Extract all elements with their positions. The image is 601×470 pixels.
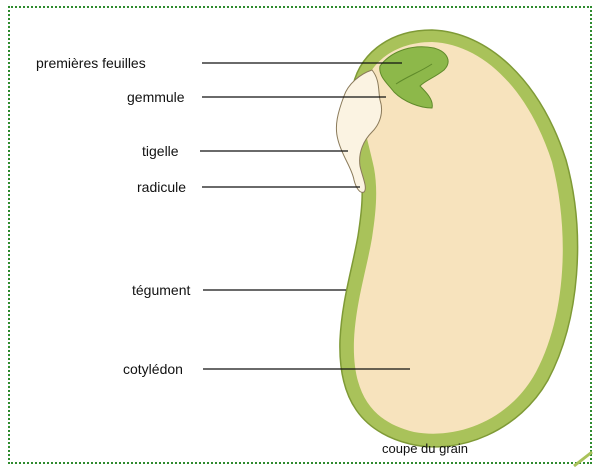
- label-radicule: radicule: [137, 179, 186, 195]
- label-cotyledon: cotylédon: [123, 361, 183, 377]
- label-gemmule: gemmule: [127, 89, 185, 105]
- label-tegument: tégument: [132, 282, 190, 298]
- corner-mark: [574, 452, 592, 466]
- label-premieres-feuilles: premières feuilles: [36, 55, 146, 71]
- caption: coupe du grain: [382, 441, 468, 457]
- label-tigelle: tigelle: [142, 143, 179, 159]
